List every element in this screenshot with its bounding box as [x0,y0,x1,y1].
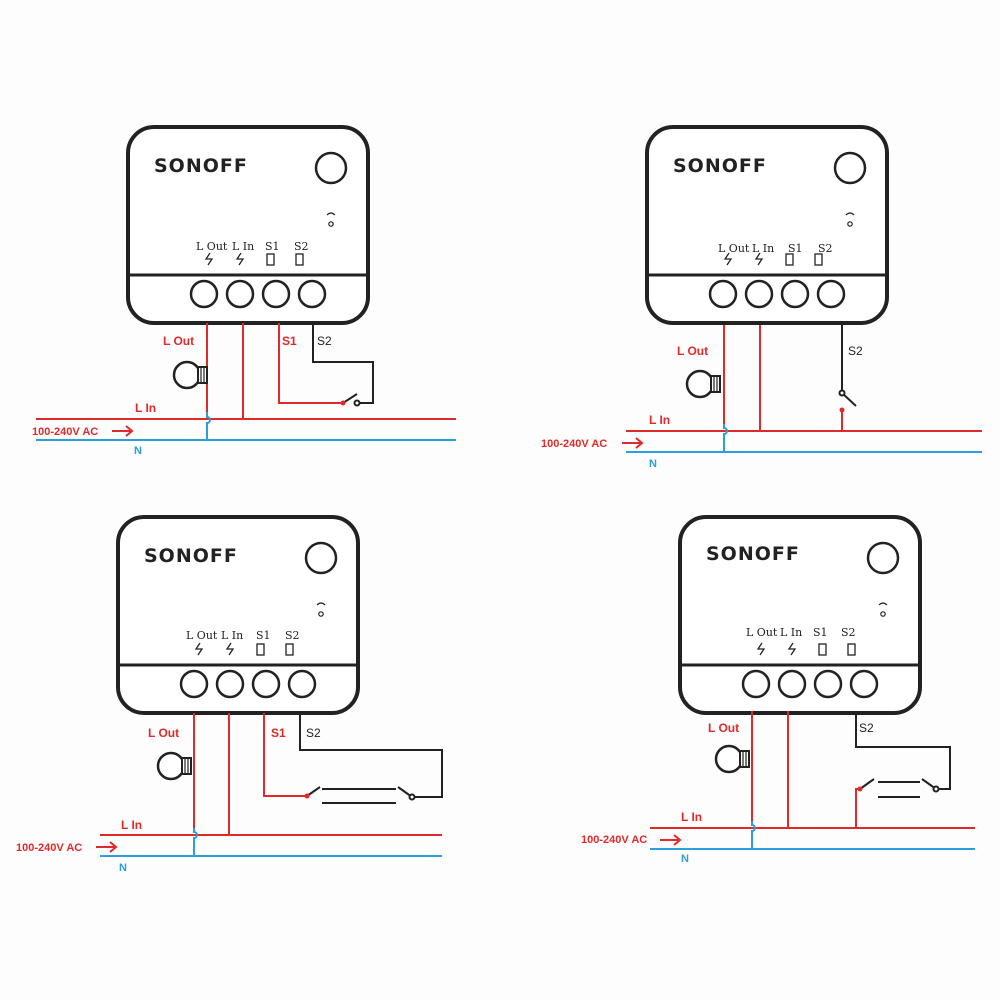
device: SONOFF L Out L In S1 S2 [116,515,360,715]
label-l-out: L Out [148,726,179,740]
bulb-icon [156,751,193,781]
brand-logo: SONOFF [706,543,800,565]
arrow-icon [660,834,682,846]
label-s1: S1 [271,726,286,740]
label-l-in: L In [135,401,156,415]
terminal-label-l-in: L In [221,629,243,642]
label-neutral: N [134,445,142,457]
wires [100,713,443,857]
label-s2: S2 [848,344,863,358]
bulb-icon [714,744,751,774]
label-neutral: N [681,853,689,865]
terminal-label-s1: S1 [256,629,271,642]
label-l-in: L In [649,413,670,427]
wires [650,711,975,850]
label-l-in: L In [681,810,702,824]
bulb-icon [685,369,722,399]
label-l-out: L Out [708,721,739,735]
label-l-out: L Out [677,344,708,358]
diagram-single-switch-s2: SONOFF L Out L In S1 S2 L Out S2 L In 10… [541,125,982,470]
arrow-icon [622,437,644,449]
terminal-label-l-out: L Out [196,240,228,253]
label-s2: S2 [859,721,874,735]
terminal-label-l-out: L Out [718,242,750,255]
brand-logo: SONOFF [154,155,248,177]
label-supply: 100-240V AC [32,426,98,438]
terminal-label-s2: S2 [285,629,300,642]
terminal-label-s2: S2 [841,626,856,639]
terminal-label-s2: S2 [818,242,833,255]
terminal-label-l-in: L In [232,240,254,253]
label-l-out: L Out [163,334,194,348]
label-s2: S2 [306,726,321,740]
wires [36,323,456,441]
label-s2: S2 [317,334,332,348]
label-l-in: L In [121,818,142,832]
bulb-icon [172,360,209,390]
brand-logo: SONOFF [673,155,767,177]
brand-logo: SONOFF [144,545,238,567]
terminal-label-l-in: L In [780,626,802,639]
label-supply: 100-240V AC [16,842,82,854]
wires [626,325,982,453]
terminal-label-l-out: L Out [186,629,218,642]
device: SONOFF L Out L In S1 S2 [126,125,370,325]
label-supply: 100-240V AC [541,438,607,450]
device: SONOFF L Out L In S1 S2 [645,125,889,325]
label-neutral: N [119,862,127,874]
label-supply: 100-240V AC [581,834,647,846]
arrow-icon [112,425,134,437]
terminal-label-l-out: L Out [746,626,778,639]
label-neutral: N [649,458,657,470]
diagram-single-switch-s1: SONOFF L Out L In S1 S2 L Out S1 S2 L In… [32,125,456,457]
terminal-label-s2: S2 [294,240,309,253]
terminal-label-s1: S1 [788,242,803,255]
diagram-two-way-switch-s1-s2: SONOFF L Out L In S1 S2 L Out S1 S2 L In [16,515,443,874]
diagram-two-way-switch-s2: SONOFF L Out L In S1 S2 L Out S2 L In 10… [581,515,975,865]
terminal-label-s1: S1 [265,240,280,253]
terminal-label-s1: S1 [813,626,828,639]
label-s1: S1 [282,334,297,348]
device: SONOFF L Out L In S1 S2 [678,515,922,715]
terminal-label-l-in: L In [752,242,774,255]
arrow-icon [96,841,118,853]
